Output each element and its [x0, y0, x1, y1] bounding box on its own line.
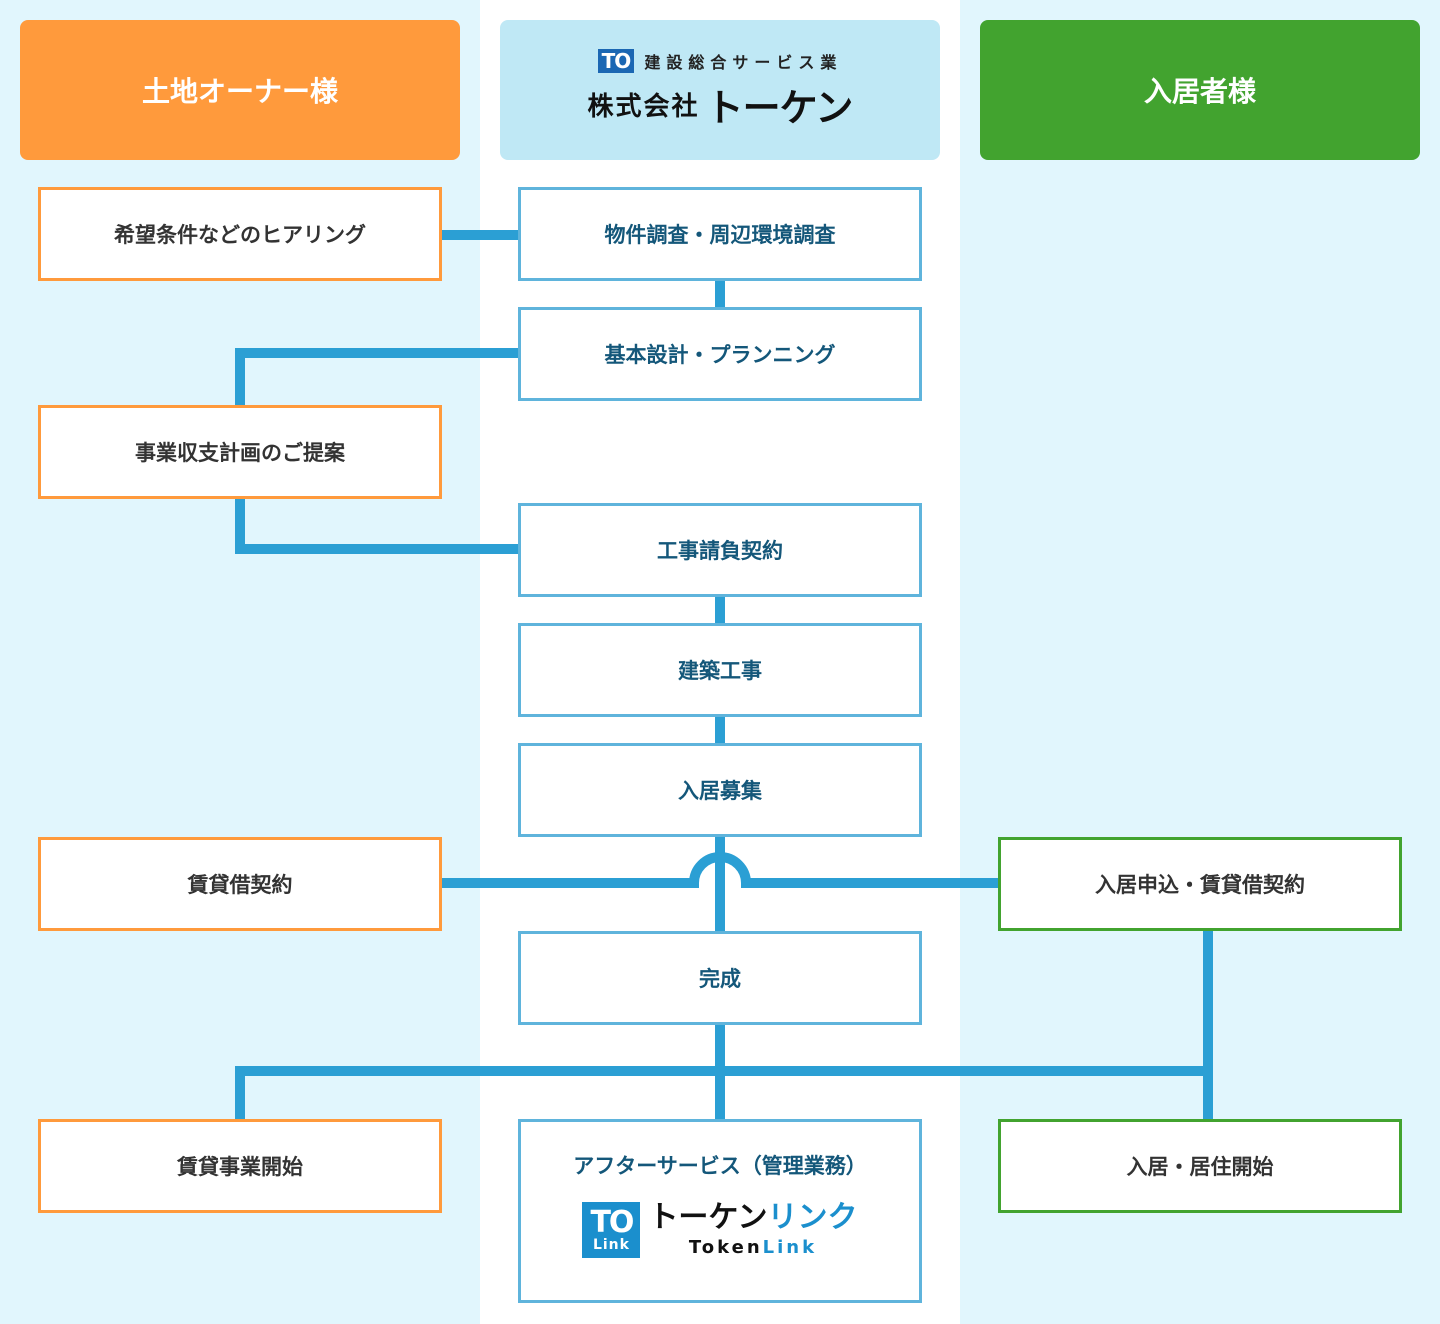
tokenlink-en-part1: Token [688, 1236, 763, 1258]
step-lease-owner: 賃貸借契約 [38, 837, 442, 931]
company-tagline: 建設総合サービス業 [644, 52, 843, 72]
tokenlink-jp: トーケンリンク [648, 1199, 858, 1235]
step-move-in: 入居・居住開始 [998, 1119, 1402, 1213]
step-complete-label: 完成 [699, 967, 741, 991]
tokenlink-en: TokenLink [689, 1237, 817, 1258]
connector-lease-bridge [442, 852, 998, 888]
step-lease-tenant-label: 入居申込・賃貸借契約 [1095, 873, 1305, 897]
step-design-label: 基本設計・プランニング [604, 343, 836, 367]
step-complete: 完成 [518, 931, 922, 1025]
step-lease-owner-label: 賃貸借契約 [187, 873, 293, 897]
step-proposal-label: 事業収支計画のご提案 [135, 441, 345, 465]
step-survey-label: 物件調査・周辺環境調査 [604, 223, 836, 247]
step-recruit: 入居募集 [518, 743, 922, 837]
step-rental-start-label: 賃貸事業開始 [177, 1155, 303, 1179]
step-lease-tenant: 入居申込・賃貸借契約 [998, 837, 1402, 931]
step-recruit-label: 入居募集 [678, 779, 762, 803]
step-after-service: アフターサービス（管理業務） TO Link トーケンリンク TokenLink [518, 1119, 922, 1303]
tokenlink-jp-part2: リンク [767, 1199, 858, 1235]
step-hearing: 希望条件などのヒアリング [38, 187, 442, 281]
company-prefix: 株式会社 [587, 91, 700, 122]
step-after-service-label: アフターサービス（管理業務） [573, 1154, 867, 1178]
company-header: TO 建設総合サービス業 株式会社 トーケン [500, 20, 940, 160]
connector-proposal-contract [235, 498, 518, 554]
tokenlink-en-part2: Link [762, 1236, 818, 1258]
tokenlink-badge-bottom: Link [592, 1237, 630, 1253]
tokenlink-badge: TO Link [582, 1202, 641, 1258]
connector-design-proposal [235, 348, 518, 406]
company-to-badge: TO [597, 48, 635, 73]
step-contract: 工事請負契約 [518, 503, 922, 597]
step-proposal: 事業収支計画のご提案 [38, 405, 442, 499]
owner-header-label: 土地オーナー様 [141, 75, 338, 108]
tokenlink-badge-top: TO [590, 1205, 634, 1240]
step-contract-label: 工事請負契約 [657, 539, 783, 563]
tenant-header: 入居者様 [980, 20, 1420, 160]
step-move-in-label: 入居・居住開始 [1126, 1155, 1274, 1179]
tenant-header-label: 入居者様 [1143, 75, 1256, 108]
step-survey: 物件調査・周辺環境調査 [518, 187, 922, 281]
step-construction: 建築工事 [518, 623, 922, 717]
step-design: 基本設計・プランニング [518, 307, 922, 401]
company-logo-main: 株式会社 トーケン [587, 77, 854, 132]
owner-header: 土地オーナー様 [20, 20, 460, 160]
step-hearing-label: 希望条件などのヒアリング [114, 223, 366, 247]
tokenlink-text: トーケンリンク TokenLink [648, 1199, 858, 1258]
step-rental-start: 賃貸事業開始 [38, 1119, 442, 1213]
step-construction-label: 建築工事 [678, 659, 762, 683]
tenant-column-bg [960, 0, 1440, 1324]
tokenlink-logo: TO Link トーケンリンク TokenLink [582, 1199, 858, 1258]
tokenlink-jp-part1: トーケン [648, 1199, 768, 1235]
company-name: トーケン [705, 85, 854, 130]
company-logo-top: TO 建設総合サービス業 [597, 48, 843, 73]
